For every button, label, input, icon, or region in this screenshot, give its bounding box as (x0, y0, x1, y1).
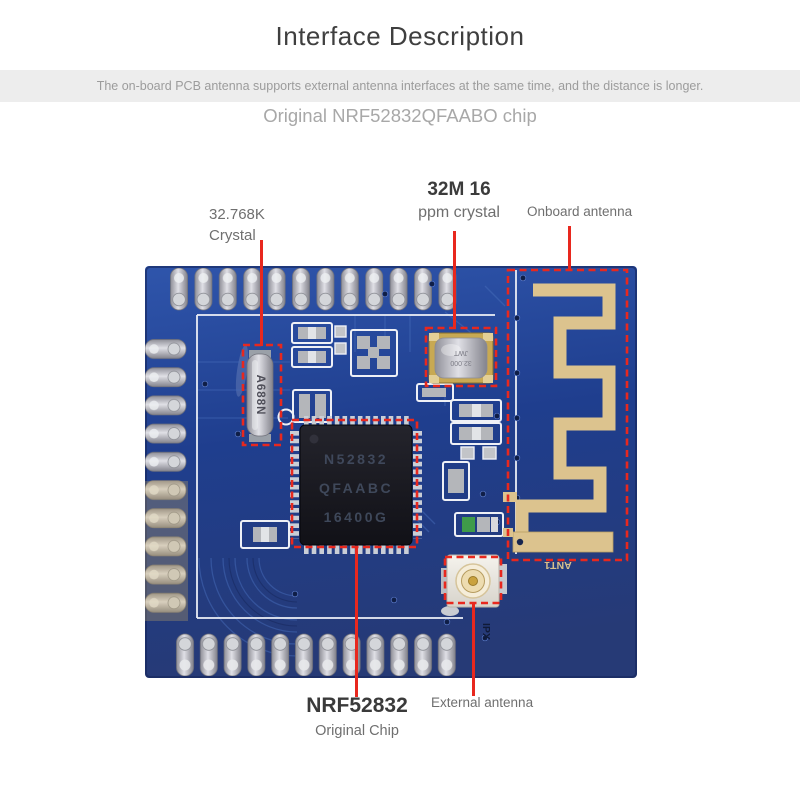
crystal-32768k-marking: A688N (254, 375, 266, 416)
passive-components (240, 322, 504, 549)
highlight-box-32m-crystal (424, 326, 498, 388)
callout-label-32768k-crystal: 32.768K Crystal (209, 204, 265, 246)
top-pin-row (165, 268, 459, 312)
description-banner-text: The on-board PCB antenna supports extern… (96, 79, 704, 93)
callout-label-line: 32.768K (209, 206, 265, 223)
chip-marking-line2: QFAABC (319, 480, 393, 496)
callout-label-onboard-antenna: Onboard antenna (527, 204, 633, 219)
chip-subtitle: Original NRF52832QFAABO chip (263, 105, 537, 126)
callout-line-32m (453, 231, 456, 329)
main-chip: N52832 QFAABC 16400G (290, 416, 422, 554)
chip-marking-line1: N52832 (324, 451, 388, 467)
callout-label-line: Original Chip (315, 723, 399, 739)
green-led (462, 517, 475, 532)
bottom-pin-row (171, 632, 461, 676)
callout-label-external-antenna: External antenna (431, 695, 534, 710)
pcb-photo: A688N 32.000 JWT N52832 QFAABC 16400G (145, 266, 637, 678)
callout-label-line: NRF52832 (306, 694, 408, 717)
callout-line-32768k (260, 240, 263, 346)
crystal-32m: 32.000 JWT (428, 332, 494, 384)
callout-label-line: Crystal (209, 227, 256, 244)
description-banner: The on-board PCB antenna supports extern… (0, 70, 800, 102)
ipx-silk-label: IPX (480, 623, 492, 640)
callout-label-32m-crystal: 32M 16 ppm crystal (398, 179, 520, 222)
left-pin-gold-tint (145, 481, 188, 621)
highlight-box-onboard-antenna (506, 268, 629, 562)
onboard-antenna-trace: ANT1 (503, 283, 616, 571)
callout-line-onboard-antenna (568, 226, 571, 271)
antenna-silk-label: ANT1 (544, 559, 572, 571)
left-pin-row (145, 334, 188, 620)
crystal-32768k: A688N (246, 350, 274, 442)
callout-label-main-chip: NRF52832 Original Chip (286, 694, 428, 739)
highlight-box-main-chip (290, 418, 419, 549)
callout-label-line: ppm crystal (418, 204, 500, 221)
callout-line-external-antenna (472, 603, 475, 696)
crystal-32m-brand: JWT (453, 349, 468, 356)
crystal-32m-marking: 32.000 (450, 359, 472, 366)
chip-marking-line3: 16400G (324, 509, 389, 525)
ipx-connector: IPX (441, 554, 507, 640)
callout-label-line: 32M 16 (427, 179, 491, 200)
page-title: Interface Description (275, 21, 525, 51)
callout-line-main-chip (355, 547, 358, 697)
led-outline (454, 512, 504, 537)
